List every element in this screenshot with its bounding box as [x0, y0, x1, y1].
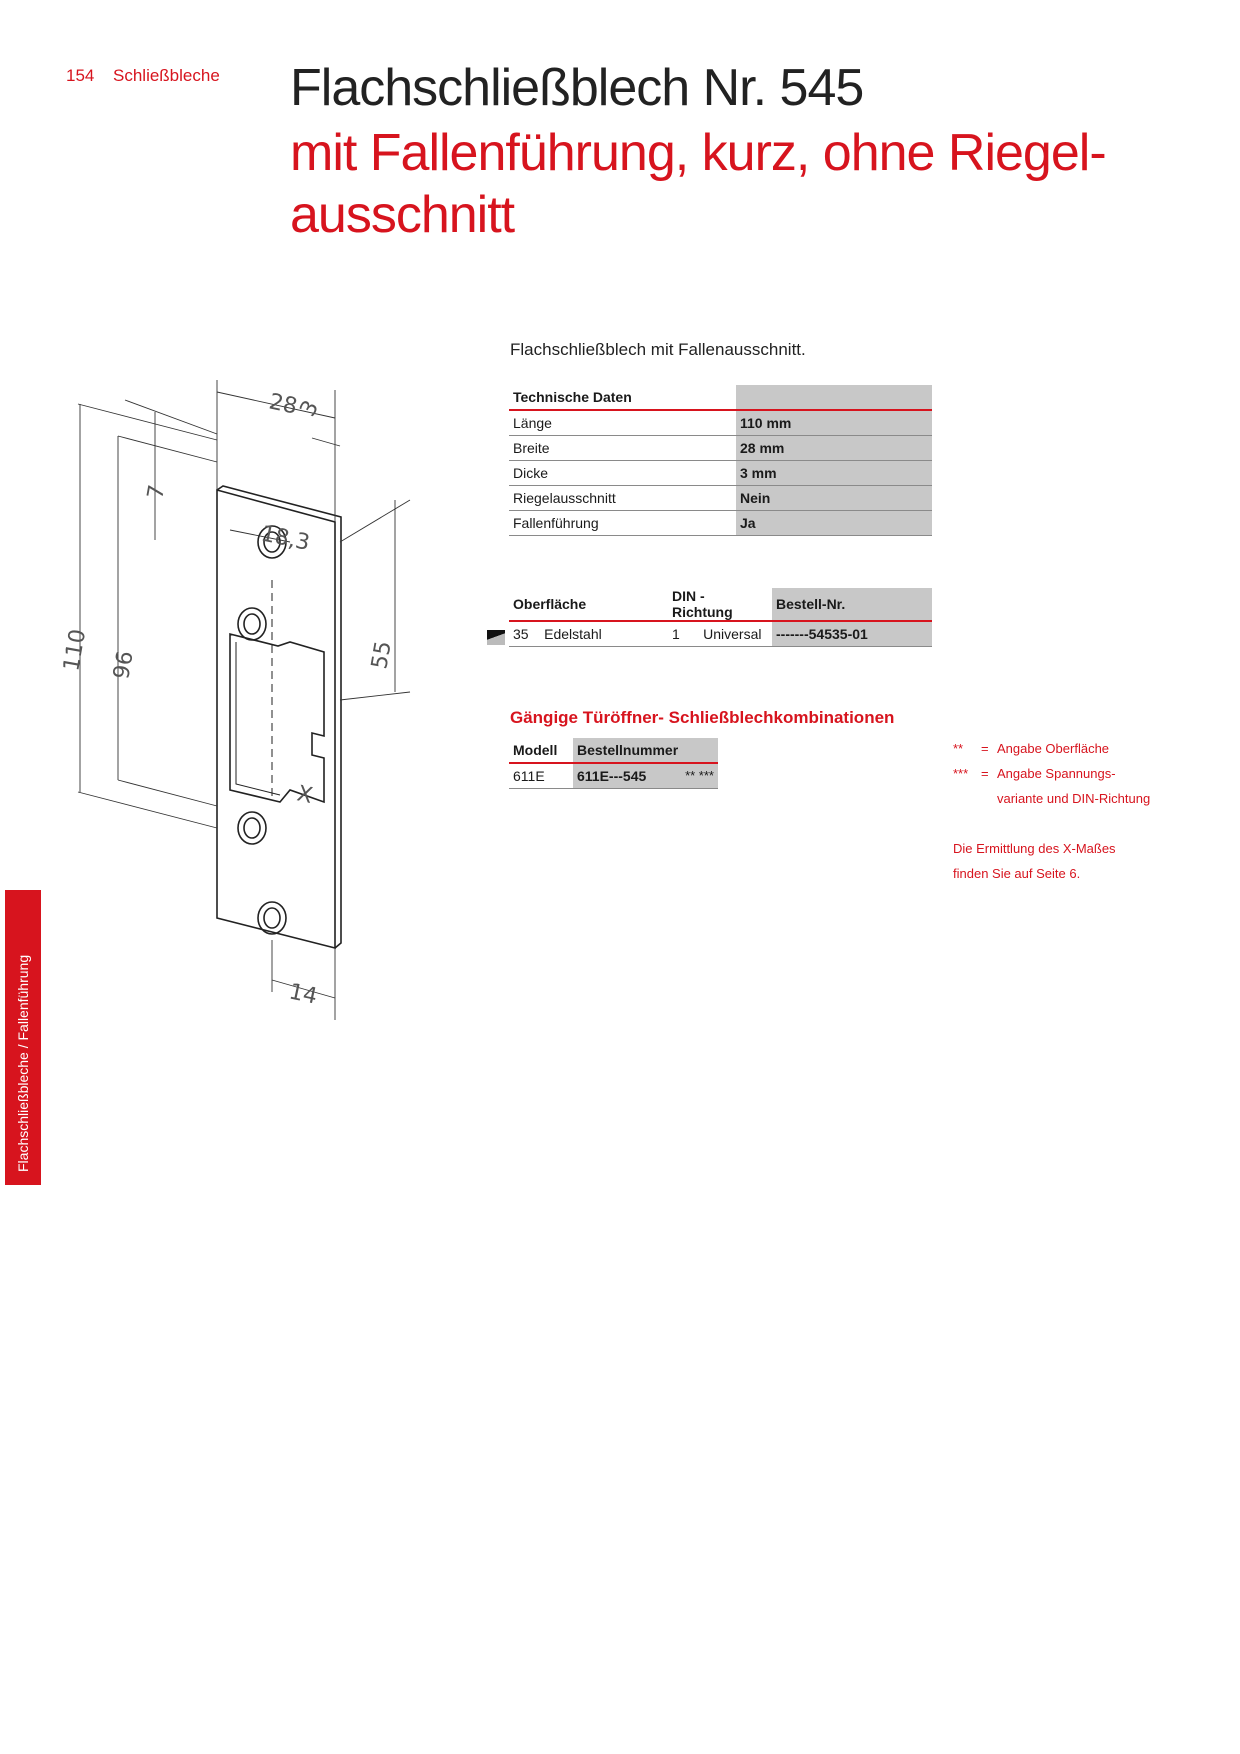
- dim-14: 14: [287, 979, 320, 1009]
- note-text: Angabe Oberfläche: [997, 741, 1110, 756]
- dim-96: 96: [109, 649, 138, 681]
- note-text: Angabe Spannungs-: [997, 766, 1116, 781]
- surface-swatch-icon: [487, 630, 505, 645]
- tech-label: Dicke: [509, 460, 736, 486]
- plate-edge: [216, 485, 342, 949]
- surface-name: Edelstahl: [544, 626, 602, 642]
- tech-label: Länge: [509, 410, 736, 436]
- sidebar-tab: [5, 890, 41, 1185]
- x-measure-note: Die Ermittlung des X-Maßes finden Sie au…: [953, 836, 1173, 886]
- order-number: -------54535-01: [772, 621, 932, 647]
- table-row: Fallenführung Ja: [509, 510, 932, 536]
- tech-value: 3 mm: [736, 460, 932, 486]
- dim-110: 110: [59, 627, 91, 673]
- dim-x: X: [295, 781, 315, 809]
- note-key: **: [953, 741, 964, 756]
- combo-title: Gängige Türöffner- Schließblechkombinati…: [510, 708, 895, 727]
- x-note-line: Die Ermittlung des X-Maßes: [953, 841, 1116, 856]
- screw-holes: [237, 525, 287, 935]
- surface-code: 35: [513, 626, 529, 642]
- technical-drawing: 28 3 7 18,3 110 96 55 X 14: [59, 380, 411, 1020]
- tech-value: 110 mm: [736, 410, 932, 436]
- combo-header-model: Modell: [509, 738, 573, 764]
- tech-header: Technische Daten: [509, 385, 736, 411]
- plate-outline: [216, 488, 336, 950]
- table-row: 611E 611E---545 ** ***: [509, 763, 718, 789]
- section-label: Schließbleche: [113, 66, 220, 85]
- page-subtitle: mit Fallenführung, kurz, ohne Riegel-aus…: [290, 124, 1107, 244]
- tech-label: Riegelausschnitt: [509, 485, 736, 511]
- order-header-surface: Oberfläche: [509, 588, 668, 622]
- din-direction: Universal: [703, 626, 762, 642]
- dim-18-3: 18,3: [259, 521, 312, 556]
- page-title: Flachschließblech Nr. 545: [290, 59, 864, 117]
- dim-3: 3: [296, 396, 325, 421]
- combo-header-order: Bestellnummer: [573, 738, 718, 764]
- footnotes: **=Angabe Oberfläche ***=Angabe Spannung…: [953, 736, 1150, 811]
- dim-55: 55: [367, 639, 396, 671]
- table-row: 35 Edelstahl 1 Universal -------54535-01: [487, 621, 932, 647]
- combo-order: 611E---545: [577, 768, 647, 784]
- note-text: variante und DIN-Richtung: [997, 791, 1151, 806]
- combo-suffix: ** ***: [685, 768, 714, 783]
- page-number: 154: [66, 66, 95, 85]
- combo-table: Modell Bestellnummer 611E 611E---545 ** …: [509, 738, 718, 789]
- tech-data-table: Technische Daten Länge 110 mm Breite 28 …: [509, 385, 932, 536]
- tech-value: Ja: [736, 510, 932, 536]
- table-row: Dicke 3 mm: [509, 460, 932, 486]
- intro-text: Flachschließblech mit Fallenausschnitt.: [510, 340, 806, 359]
- dim-7: 7: [143, 483, 170, 501]
- tech-value: Nein: [736, 485, 932, 511]
- order-header-number: Bestell-Nr.: [772, 588, 932, 622]
- order-header-din: DIN - Richtung: [668, 588, 772, 622]
- order-table: Oberfläche DIN - Richtung Bestell-Nr. 35…: [487, 588, 932, 647]
- combo-model: 611E: [509, 763, 573, 789]
- latch-cutout: [229, 632, 325, 804]
- dim-28: 28: [267, 389, 300, 419]
- note-key: [953, 786, 981, 811]
- tech-label: Fallenführung: [509, 510, 736, 536]
- sidebar-label: Flachschließbleche / Fallenführung: [15, 954, 31, 1172]
- tech-label: Breite: [509, 435, 736, 461]
- din-code: 1: [672, 626, 680, 642]
- table-row: Länge 110 mm: [509, 410, 932, 436]
- tech-value: 28 mm: [736, 435, 932, 461]
- table-row: Riegelausschnitt Nein: [509, 485, 932, 511]
- table-row: Breite 28 mm: [509, 435, 932, 461]
- x-note-line: finden Sie auf Seite 6.: [953, 866, 1081, 881]
- note-key: ***: [953, 766, 969, 781]
